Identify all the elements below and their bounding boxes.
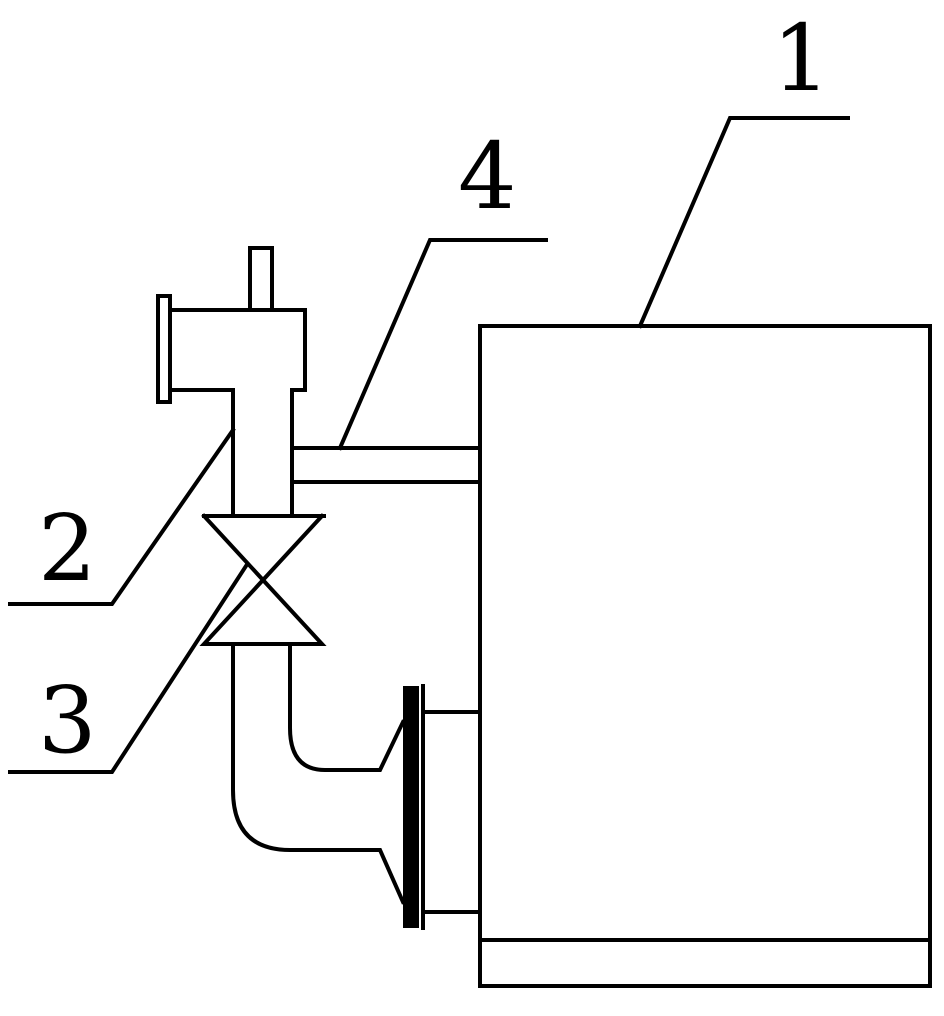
tee-body-top-right (170, 308, 307, 392)
pipe-tee (156, 246, 326, 518)
tee-body-left (170, 388, 235, 518)
outer-pipe-bend (231, 642, 406, 905)
leader-line-1 (637, 116, 850, 329)
inner-pipe-bend (288, 642, 406, 772)
label-2: 2 (38, 495, 97, 602)
connector-pipe (290, 446, 482, 484)
tank-inlet-flange (403, 686, 419, 928)
tee-top-stub (248, 246, 274, 312)
leader-line-2 (8, 427, 236, 606)
valve (199, 513, 327, 646)
label-4: 4 (458, 123, 517, 230)
lower-pipes (231, 642, 482, 930)
label-3: 3 (38, 667, 97, 774)
label-1: 1 (772, 5, 831, 112)
leader-lines (8, 116, 850, 774)
tank-body (478, 324, 932, 988)
tank (478, 324, 932, 988)
valve-body (199, 513, 327, 646)
leader-line-4 (337, 238, 548, 451)
leader-line-3 (8, 563, 249, 774)
tee-left-flange (156, 294, 172, 404)
